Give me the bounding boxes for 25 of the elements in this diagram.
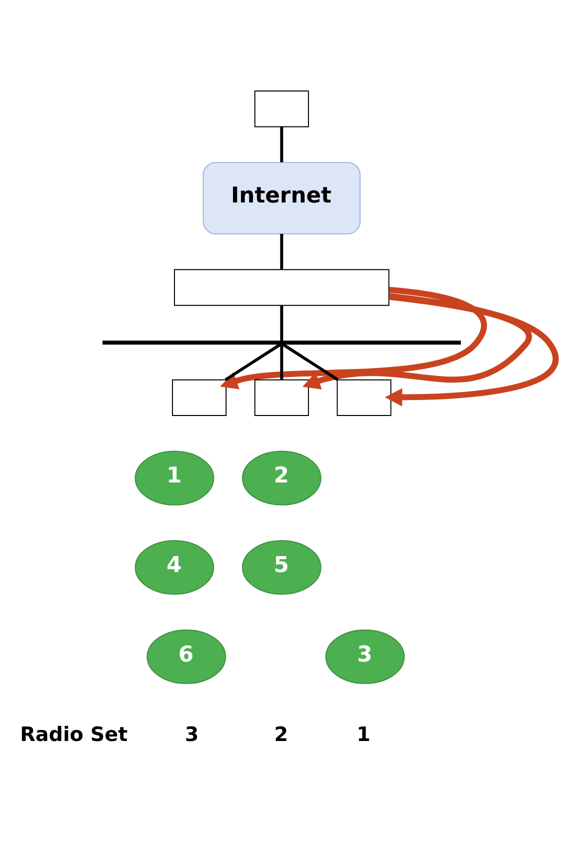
label: 2 [274,723,288,746]
node-ellipse: 5 [242,540,322,595]
label: Radio Set [20,723,128,746]
node-box [254,90,309,128]
connector [280,306,284,342]
label: 3 [184,723,199,746]
label: 1 [356,723,370,746]
arrow [384,293,558,406]
connector [280,127,284,162]
node-box: Internet [202,162,361,234]
connector [224,342,282,381]
node-ellipse: 6 [146,629,226,684]
connector [280,234,284,270]
arrow [220,286,487,390]
node-ellipse: 4 [134,540,214,595]
node-ellipse: 2 [242,450,322,506]
node-ellipse: 3 [325,629,405,684]
node-box [172,379,227,416]
node-box [174,269,390,306]
connector [282,342,339,381]
node-box [336,379,392,416]
connector [280,344,284,380]
node-box [254,379,309,416]
node-ellipse: 1 [134,450,214,506]
node-bar [102,340,461,345]
